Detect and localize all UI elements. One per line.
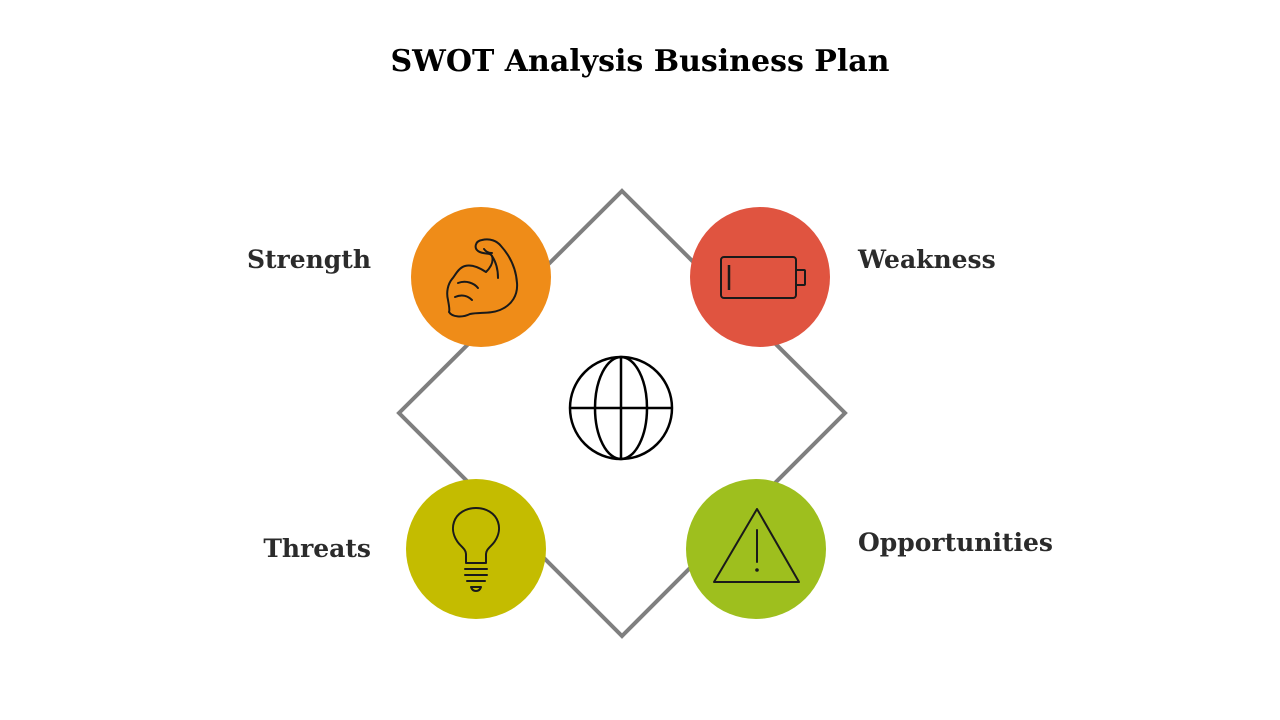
threats-label: Threats [263, 534, 371, 563]
weakness-label: Weakness [858, 245, 996, 274]
threats-node [406, 479, 546, 619]
flexed-arm-icon [446, 238, 519, 318]
warning-triangle-icon [713, 508, 800, 583]
low-battery-icon [720, 256, 806, 299]
globe-icon [568, 355, 674, 461]
strength-circle [411, 207, 551, 347]
threats-circle [406, 479, 546, 619]
light-bulb-icon [452, 507, 500, 592]
weakness-node [690, 207, 830, 347]
opportunities-node [686, 479, 826, 619]
opportunities-label: Opportunities [858, 528, 1054, 557]
weakness-circle [690, 207, 830, 347]
strength-node [411, 207, 551, 347]
strength-label: Strength [246, 245, 371, 274]
page-title: SWOT Analysis Business Plan [390, 44, 890, 79]
